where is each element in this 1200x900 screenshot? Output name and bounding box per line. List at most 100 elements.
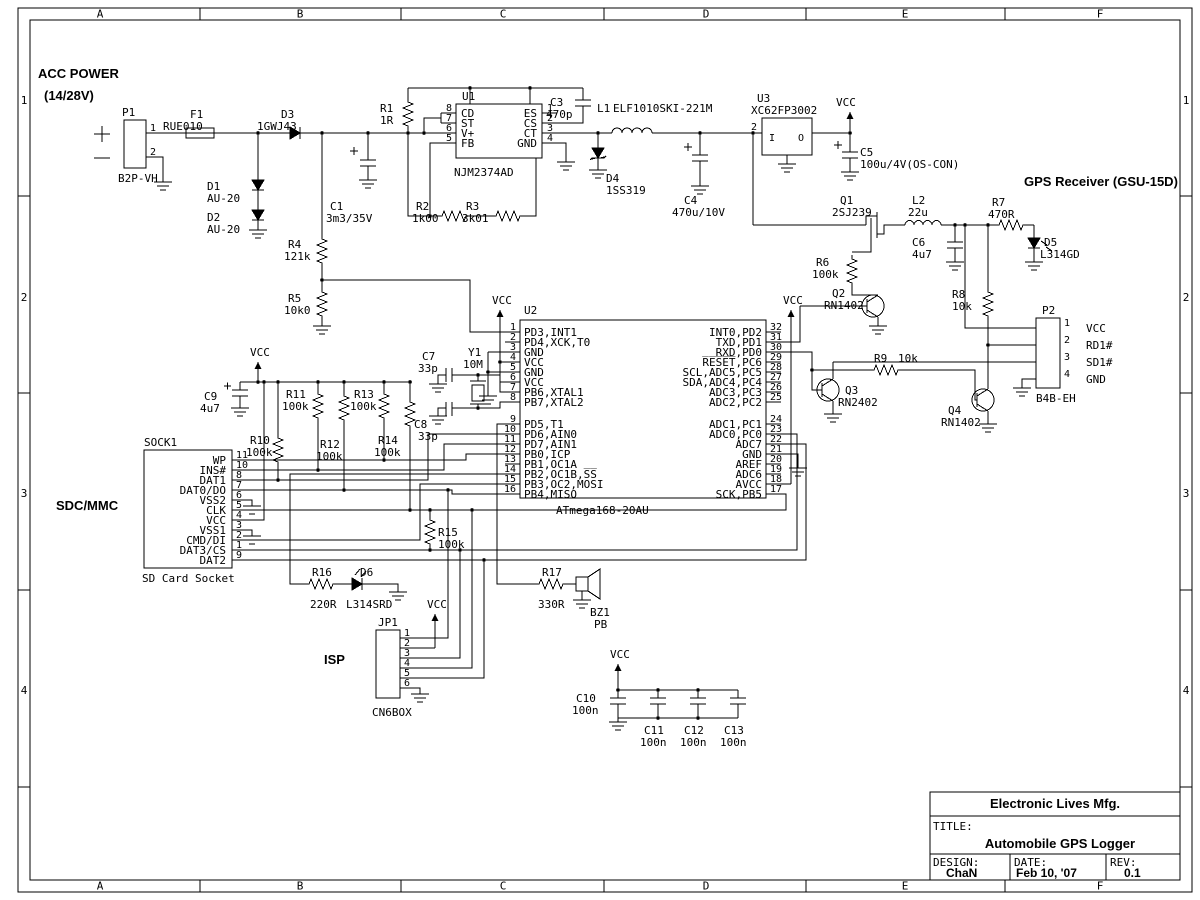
- grid-column-label: C: [500, 880, 507, 893]
- grid-row-label: 2: [21, 291, 28, 304]
- ground-icon: [588, 169, 608, 179]
- label-text: 100k: [282, 400, 309, 413]
- pin-number: 31: [770, 332, 782, 343]
- label-text: R17: [542, 566, 562, 579]
- grid-column-label: A: [97, 880, 104, 893]
- label-text: GPS Receiver (GSU-15D): [1024, 174, 1178, 189]
- label-text: ELF1010SKI-221M: [613, 102, 713, 115]
- label-text: R16: [312, 566, 332, 579]
- pin-name: PD5,T1: [524, 418, 564, 431]
- pin-number: 21: [770, 444, 782, 455]
- grid-column-label: C: [500, 8, 507, 21]
- pin-number: 27: [770, 372, 782, 383]
- grid-row-label: 3: [1183, 487, 1190, 500]
- ground-icon: [840, 171, 860, 181]
- component-part: ATmega168-20AU: [556, 504, 649, 517]
- label-text: Y1: [468, 346, 481, 359]
- vcc-arrow-icon: [787, 310, 795, 317]
- pin-number: 4: [404, 658, 410, 669]
- junction-dot: [848, 131, 852, 135]
- led-D5-arrows-icon: [1040, 240, 1053, 252]
- vcc-arrow-icon: [431, 614, 439, 621]
- pin-number: 20: [770, 454, 782, 465]
- label-text: R6: [816, 256, 829, 269]
- label-text: Q4: [948, 404, 962, 417]
- titleblock-designer: ChaN: [946, 866, 977, 880]
- pin-number: 12: [504, 444, 516, 455]
- junction-dot: [476, 373, 480, 377]
- pin-name: ADC7: [736, 438, 763, 451]
- pin-number: 1: [404, 628, 410, 639]
- resistor-R7-icon: [994, 219, 1028, 231]
- pin-name: ADC0,PC0: [709, 428, 762, 441]
- label-text: 1GWJ43: [257, 120, 297, 133]
- junction-dot: [408, 508, 412, 512]
- label-text: R1: [380, 102, 393, 115]
- pin-name: DAT0/DO: [180, 484, 226, 497]
- label-text: (14/28V): [44, 88, 94, 103]
- label-text: RN1402: [941, 416, 981, 429]
- pin-name: GND: [524, 366, 544, 379]
- resistor-R4-icon: [316, 234, 328, 268]
- junction-dot: [342, 488, 346, 492]
- label-text: 100k: [350, 400, 377, 413]
- transistor-Q4-icon: [971, 388, 995, 412]
- label-text: C5: [860, 146, 873, 159]
- label-text: ISP: [324, 652, 345, 667]
- label-text: I: [769, 133, 775, 144]
- label-text: D5: [1044, 236, 1057, 249]
- pin-name: DAT3/CS: [180, 544, 226, 557]
- resistor-R12-icon: [338, 391, 350, 425]
- component-ref: SOCK1: [144, 436, 177, 449]
- pin-name: VCC: [206, 514, 226, 527]
- pin-number: 18: [770, 474, 782, 485]
- pin-number: 1: [510, 322, 516, 333]
- label-text: 470p: [546, 108, 573, 121]
- label-text: C9: [204, 390, 217, 403]
- label-text: 10M: [463, 358, 483, 371]
- connector-P2-box: [1035, 317, 1061, 389]
- pin-number: 30: [770, 342, 782, 353]
- ic-U2: PD3,INT11PD4,XCK,T02GND3VCC4GND5VCC6PB6,…: [504, 304, 782, 517]
- junction-dot: [482, 558, 486, 562]
- junction-dot: [428, 508, 432, 512]
- pin-number: 2: [547, 113, 553, 124]
- pin-name: SCK,PB5: [716, 488, 762, 501]
- junction-dot: [382, 380, 386, 384]
- ground-icon: [410, 693, 430, 703]
- pin-number: 10: [236, 460, 248, 471]
- ground-icon: [572, 599, 592, 609]
- ground-icon: [823, 413, 843, 423]
- junction-dot: [422, 131, 426, 135]
- pin-number: 8: [236, 470, 242, 481]
- pin-number: 5: [446, 133, 452, 144]
- label-text: D6: [360, 566, 373, 579]
- pin-name: ADC2,PC2: [709, 396, 762, 409]
- label-text: R10: [250, 434, 270, 447]
- pin-name: INS#: [200, 464, 227, 477]
- grid-column-label: B: [297, 880, 304, 893]
- label-text: 100k: [316, 450, 343, 463]
- junction-dot: [320, 278, 324, 282]
- label-text: Q3: [845, 384, 858, 397]
- resistor-R3-icon: [491, 210, 525, 222]
- buzzer-BZ1-icon: [575, 568, 601, 600]
- junction-dot: [963, 223, 967, 227]
- resistor-R10-icon: [272, 433, 284, 467]
- pin-name: VCC: [524, 356, 544, 369]
- title-block-box: [929, 791, 1181, 881]
- resistor-R8-icon: [982, 287, 994, 321]
- junction-dot: [446, 488, 450, 492]
- pin-name: V+: [461, 127, 475, 140]
- titleblock-date-label: DATE:: [1014, 856, 1047, 869]
- label-text: R7: [992, 196, 1005, 209]
- label-text: L314SRD: [346, 598, 392, 611]
- led-D6-arrows-icon: [354, 568, 367, 578]
- junction-dot: [528, 86, 532, 90]
- titleblock-title: Automobile GPS Logger: [985, 836, 1135, 851]
- label-text: VCC: [610, 648, 630, 661]
- ground-icon: [868, 325, 888, 335]
- pin-name: GND: [1086, 373, 1106, 386]
